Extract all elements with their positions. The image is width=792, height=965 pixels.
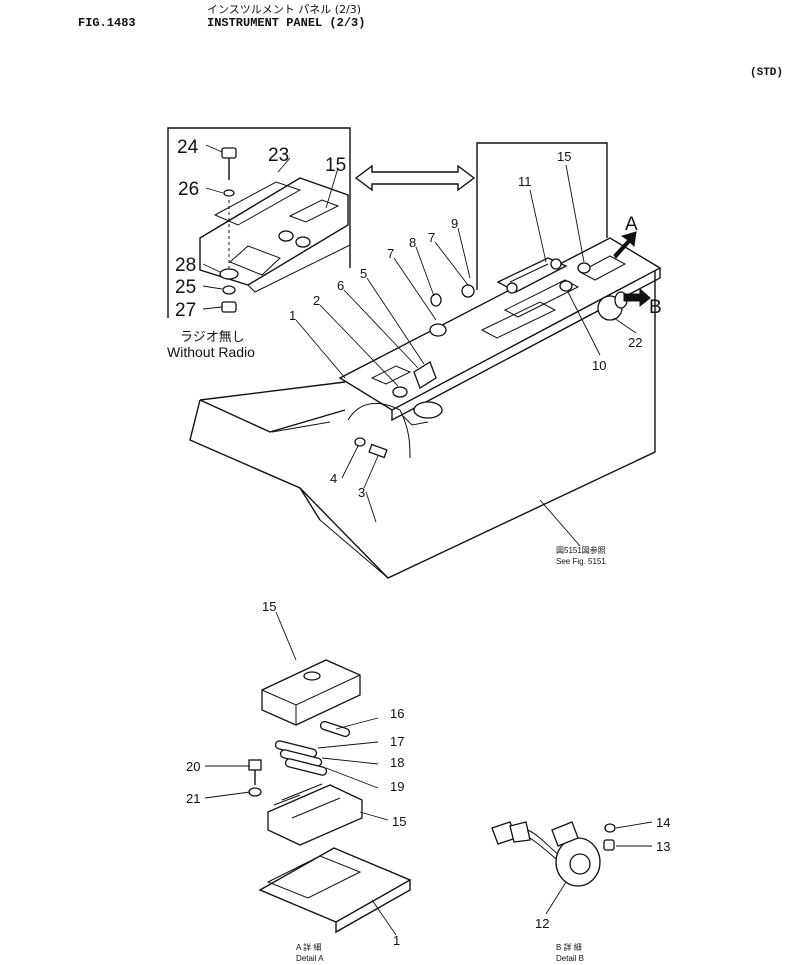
callout-7a: 7 (387, 246, 394, 261)
callout-15-detail-a-bottom: 15 (392, 814, 406, 829)
callout-20: 20 (186, 759, 200, 774)
callout-9: 9 (451, 216, 458, 231)
callout-25: 25 (175, 277, 196, 298)
detail-a-jp: A 詳 細 (296, 942, 321, 952)
inset-without-radio (167, 127, 351, 318)
callout-5: 5 (360, 266, 367, 281)
callout-15-detail-a-top: 15 (262, 599, 276, 614)
detail-b-en: Detail B (556, 954, 584, 963)
callout-labels: 24 23 15 26 28 25 27 1 2 6 5 7 8 7 9 11 … (175, 137, 670, 948)
detail-b-buzzer (491, 821, 653, 915)
callout-22: 22 (628, 335, 642, 350)
double-arrow (354, 164, 476, 192)
callout-10: 10 (592, 358, 606, 373)
callout-2: 2 (313, 293, 320, 308)
callout-8: 8 (409, 235, 416, 250)
detail-letter-a: A (625, 214, 638, 235)
callout-27: 27 (175, 300, 196, 321)
callout-17: 17 (390, 734, 404, 749)
callout-13: 13 (656, 839, 670, 854)
callout-1-detail-a: 1 (393, 933, 400, 948)
detail-a-en: Detail A (296, 954, 324, 963)
radio-box-outline (476, 142, 608, 290)
callout-4: 4 (330, 471, 337, 486)
callout-6: 6 (337, 278, 344, 293)
callout-26: 26 (178, 179, 199, 200)
callout-24: 24 (177, 137, 199, 158)
callout-1: 1 (289, 308, 296, 323)
callout-15: 15 (557, 149, 571, 164)
callout-21: 21 (186, 791, 200, 806)
callout-28: 28 (175, 255, 196, 276)
callout-7b: 7 (428, 230, 435, 245)
see-fig-jp: 図5151図参照 (556, 545, 606, 555)
callout-18: 18 (390, 755, 404, 770)
without-radio-en: Without Radio (167, 344, 255, 360)
callout-14: 14 (656, 815, 670, 830)
main-panel-assembly (189, 164, 662, 579)
callout-16: 16 (390, 706, 404, 721)
detail-b-jp: B 詳 細 (556, 942, 582, 952)
std-label: (STD) (750, 67, 784, 79)
callout-23: 23 (268, 145, 289, 166)
callout-11: 11 (518, 174, 532, 189)
callout-15-inset: 15 (325, 155, 346, 176)
callout-19: 19 (390, 779, 404, 794)
title-japanese: インスツルメント パネル (2/3) (207, 3, 362, 16)
figure-title: INSTRUMENT PANEL (2/3) (207, 16, 366, 30)
callout-12: 12 (535, 916, 549, 931)
captions: ラジオ無し Without Radio 図5151図参照 See Fig. 51… (167, 330, 606, 963)
see-fig-en: See Fig. 5151 (556, 557, 606, 566)
detail-letter-b: B (649, 297, 662, 318)
figure-number: FIG.1483 (78, 16, 136, 30)
callout-3: 3 (358, 485, 365, 500)
without-radio-jp: ラジオ無し (180, 330, 245, 345)
detail-a-fuse-box (204, 611, 412, 936)
